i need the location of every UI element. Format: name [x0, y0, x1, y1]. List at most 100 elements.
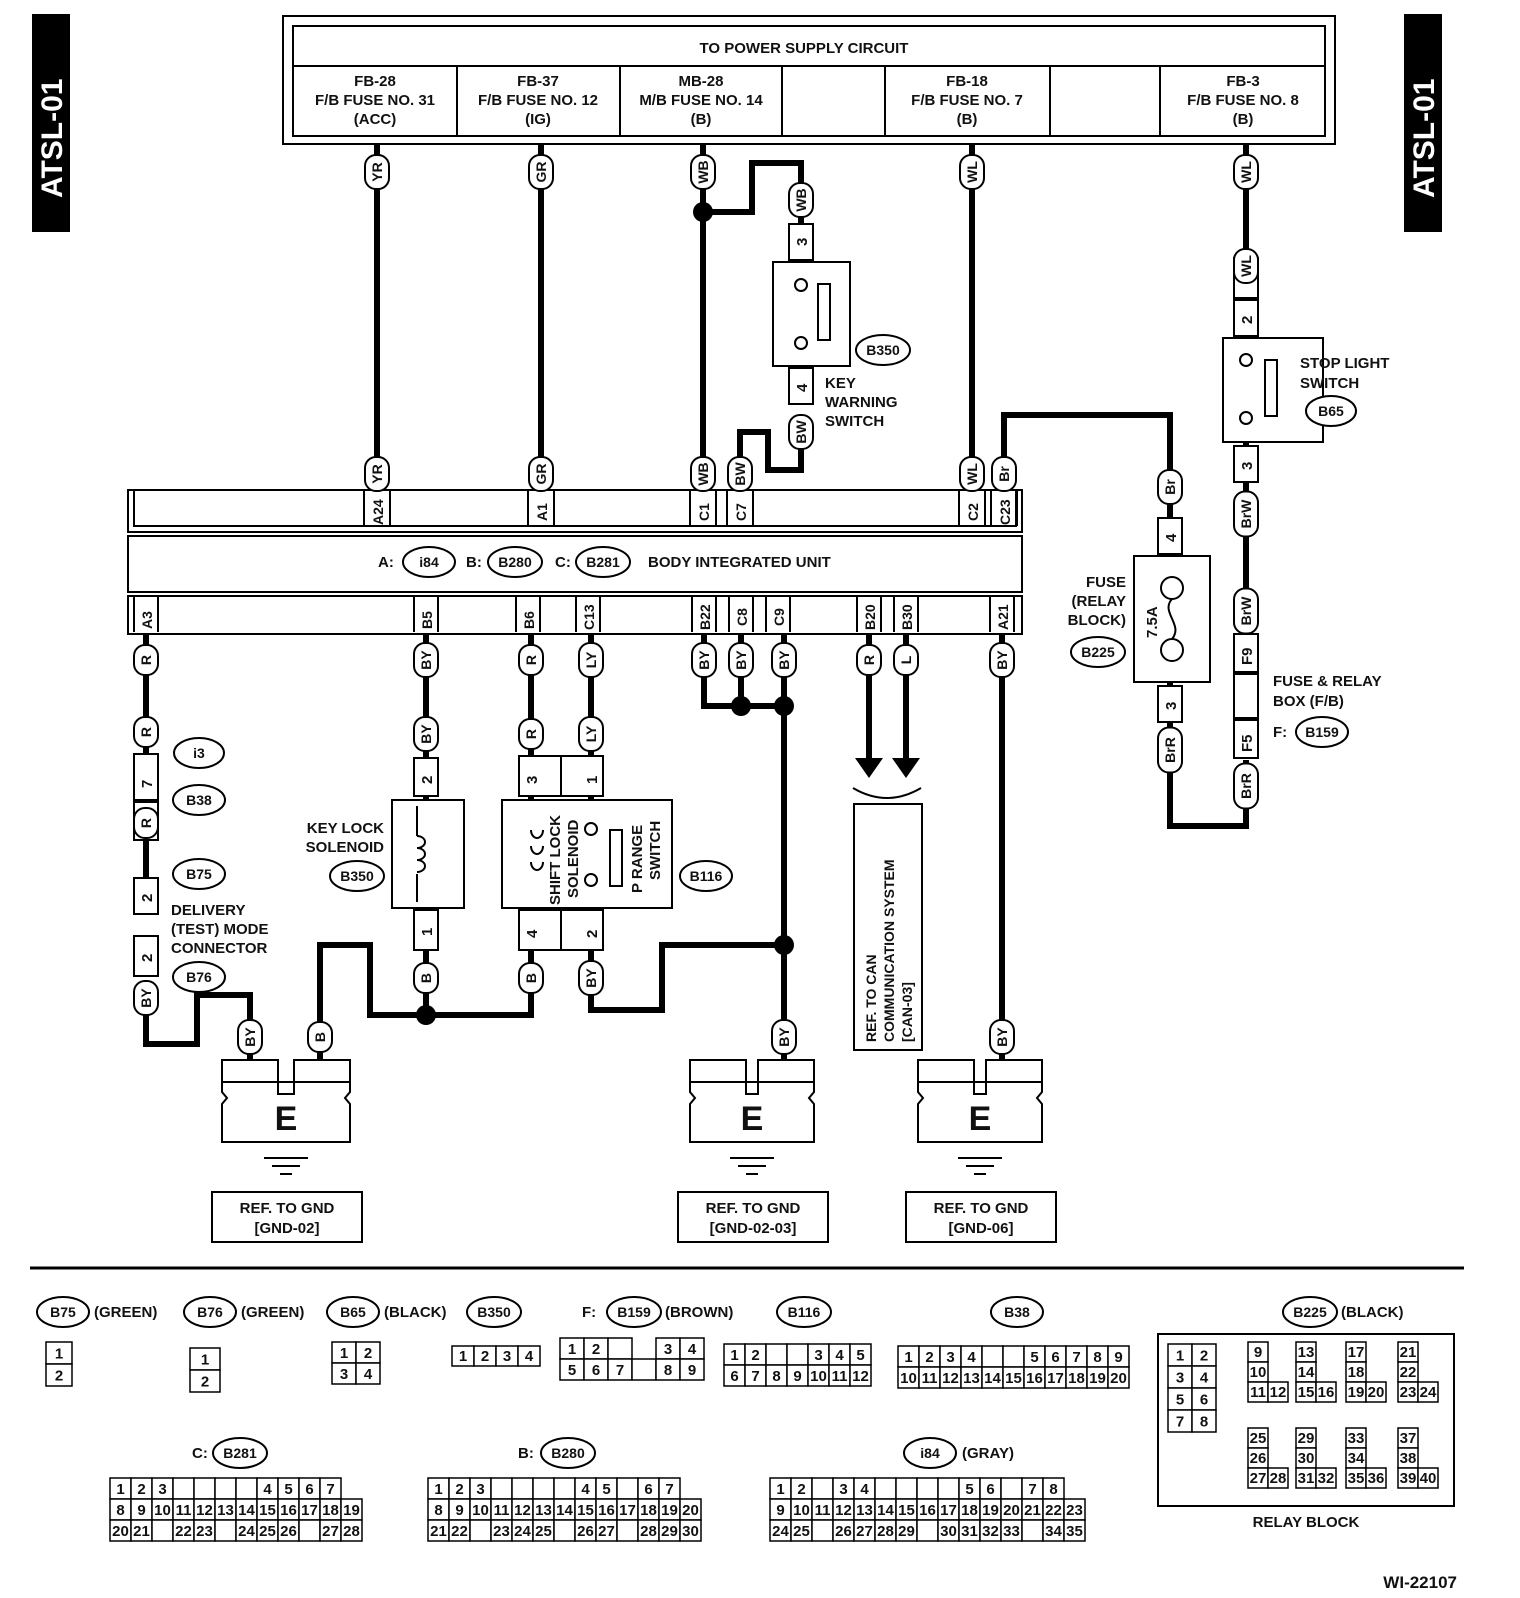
svg-text:26: 26 — [280, 1523, 297, 1540]
svg-text:17: 17 — [1348, 1344, 1365, 1361]
wire-tag — [1233, 490, 1259, 538]
svg-text:6: 6 — [1051, 1349, 1059, 1366]
legend-color: (BLACK) — [384, 1304, 446, 1321]
fuse-relay-label: FUSE — [1086, 574, 1126, 591]
wire-tag — [690, 154, 716, 190]
svg-text:33: 33 — [1348, 1430, 1365, 1447]
svg-text:34: 34 — [1045, 1523, 1062, 1540]
svg-text:7: 7 — [616, 1362, 624, 1379]
component-id-b350: B350 — [340, 868, 374, 884]
power-supply-title: TO POWER SUPPLY CIRCUIT — [700, 40, 909, 57]
biu-id-a: i84 — [419, 554, 439, 570]
wire-tag — [771, 642, 797, 678]
wire-tag — [578, 716, 604, 752]
wire-tag — [518, 718, 544, 750]
wire-tag — [1157, 726, 1183, 774]
svg-text:25: 25 — [793, 1523, 810, 1540]
svg-text:15: 15 — [577, 1502, 594, 1519]
fuse-name: F/B FUSE NO. 12 — [478, 92, 598, 109]
wire-tag — [788, 414, 814, 450]
wire-color-label: WL — [1238, 161, 1254, 183]
legend-color: (GREEN) — [94, 1304, 157, 1321]
svg-text:1: 1 — [568, 1341, 576, 1358]
wire-tag — [959, 154, 985, 190]
svg-text:12: 12 — [1270, 1384, 1287, 1401]
svg-text:20: 20 — [1368, 1384, 1385, 1401]
wire-tag — [989, 1019, 1015, 1055]
fuse-id: MB-28 — [678, 73, 723, 90]
svg-text:22: 22 — [175, 1523, 192, 1540]
wire-color-label: B — [523, 973, 539, 983]
svg-text:20: 20 — [1110, 1370, 1127, 1387]
svg-text:10: 10 — [900, 1370, 917, 1387]
svg-text:2: 2 — [751, 1347, 759, 1364]
svg-text:19: 19 — [343, 1502, 360, 1519]
biu-conn-b: B: — [466, 554, 482, 571]
svg-text:14: 14 — [877, 1502, 894, 1519]
fuse-rating: 7.5A — [1144, 606, 1161, 638]
wire-tag — [413, 716, 439, 752]
wire-color-label: YR — [369, 162, 385, 181]
legend-id: B65 — [340, 1304, 366, 1320]
svg-text:12: 12 — [514, 1502, 531, 1519]
legend-color: (GRAY) — [962, 1445, 1014, 1462]
wire-color-label: BY — [776, 650, 792, 670]
svg-text:19: 19 — [661, 1502, 678, 1519]
svg-text:28: 28 — [343, 1523, 360, 1540]
svg-text:4: 4 — [263, 1481, 272, 1498]
wire-tag — [691, 642, 717, 678]
wire-tag — [518, 644, 544, 676]
svg-text:5: 5 — [965, 1481, 973, 1498]
svg-text:5: 5 — [856, 1347, 864, 1364]
svg-text:8: 8 — [116, 1502, 124, 1519]
svg-text:15: 15 — [1005, 1370, 1022, 1387]
shift-lock-label: SWITCH — [647, 821, 664, 880]
svg-text:26: 26 — [577, 1523, 594, 1540]
svg-text:13: 13 — [856, 1502, 873, 1519]
wire-color-label: BY — [733, 650, 749, 670]
svg-text:5: 5 — [1030, 1349, 1038, 1366]
fuse-id: FB-28 — [354, 73, 396, 90]
svg-text:9: 9 — [776, 1502, 784, 1519]
fuse-id: FB-37 — [517, 73, 559, 90]
component-id-b65: B65 — [1318, 403, 1344, 419]
wire-color-label: WB — [695, 160, 711, 183]
svg-text:18: 18 — [640, 1502, 657, 1519]
svg-text:18: 18 — [1348, 1364, 1365, 1381]
legend-prefix: B: — [518, 1445, 534, 1462]
wire-tag — [528, 456, 554, 492]
biu-pin: A24 — [370, 499, 386, 525]
biu-id-b: B280 — [498, 554, 532, 570]
svg-text:1: 1 — [340, 1345, 348, 1362]
pin-label: 7 — [139, 780, 156, 788]
ground-ref: REF. TO GND — [934, 1200, 1029, 1217]
svg-text:3: 3 — [158, 1481, 166, 1498]
svg-text:2: 2 — [925, 1349, 933, 1366]
svg-text:8: 8 — [434, 1502, 442, 1519]
wire-tag — [1157, 469, 1183, 505]
svg-text:34: 34 — [1348, 1450, 1365, 1467]
svg-text:2: 2 — [137, 1481, 145, 1498]
wire-tag — [528, 154, 554, 190]
component-id-b159: B159 — [1305, 724, 1339, 740]
svg-text:7: 7 — [326, 1481, 334, 1498]
biu-pin: C23 — [997, 499, 1013, 525]
svg-text:9: 9 — [1114, 1349, 1122, 1366]
pin-label: 2 — [584, 930, 601, 938]
svg-text:12: 12 — [835, 1502, 852, 1519]
svg-text:6: 6 — [986, 1481, 994, 1498]
svg-text:17: 17 — [301, 1502, 318, 1519]
wire-color-label: R — [523, 729, 539, 739]
legend-color: (GREEN) — [241, 1304, 304, 1321]
svg-text:3: 3 — [839, 1481, 847, 1498]
svg-text:17: 17 — [1047, 1370, 1064, 1387]
svg-text:32: 32 — [1318, 1470, 1335, 1487]
ground-ref: [GND-06] — [948, 1220, 1013, 1237]
svg-text:2: 2 — [592, 1341, 600, 1358]
svg-text:5: 5 — [1176, 1392, 1184, 1409]
legend-id: B75 — [50, 1304, 76, 1320]
wire-color-label: R — [523, 655, 539, 665]
